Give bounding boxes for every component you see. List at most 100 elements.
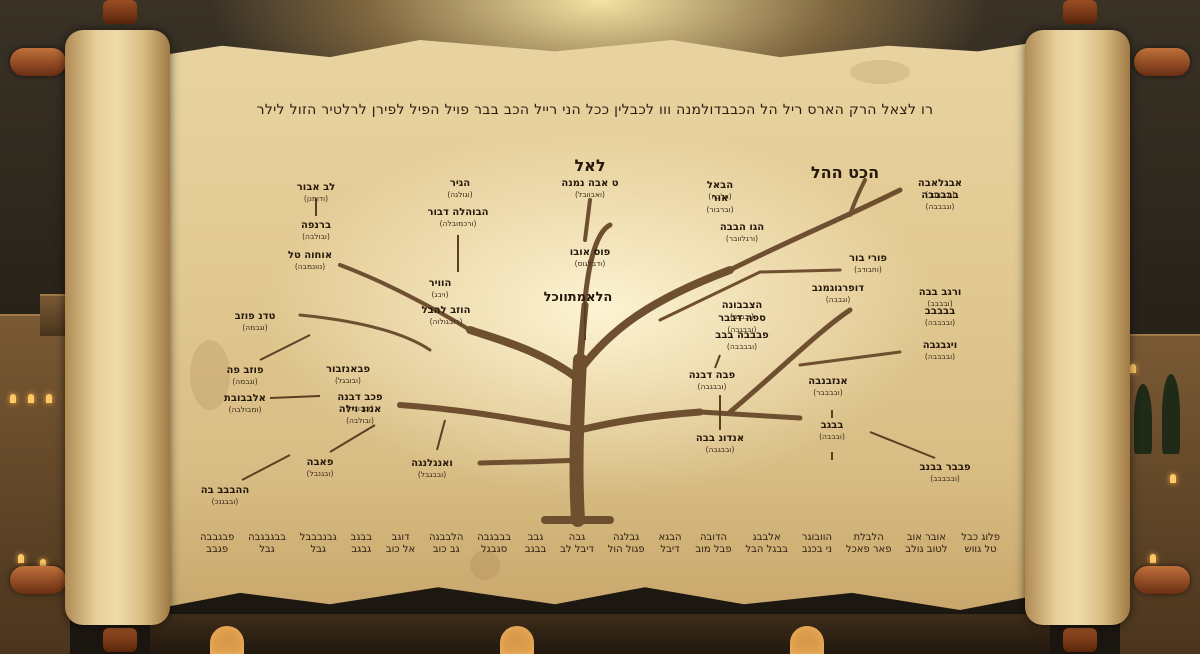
- footer-text-line: פבגבבה: [200, 532, 235, 543]
- tree-node-name: ההבבב בה: [200, 485, 250, 496]
- tree-node-subtitle: (ובבגנכ): [211, 497, 239, 506]
- tree-node-name: ורגב בבה: [918, 287, 962, 298]
- roller-knob: [1134, 48, 1190, 76]
- footer-text-line: אובר אוב: [906, 532, 946, 543]
- footer-text-line: הלבלת: [853, 532, 884, 543]
- window-light: [1150, 554, 1156, 563]
- tree-node-name: בבבבבה: [921, 190, 959, 201]
- tree-node-name: ספה דבבר: [718, 313, 766, 324]
- branch: [848, 178, 867, 217]
- tree-node-name: פבה דבנה: [688, 370, 736, 381]
- branch: [298, 313, 432, 352]
- parchment-stain: [850, 60, 910, 84]
- tree-node-subtitle: (וגולגה): [447, 190, 473, 199]
- tree-node-subtitle: (רובגולוה): [429, 317, 463, 326]
- tree-node-name: אנדונ בבה: [695, 433, 745, 444]
- tree-node: טדנ פוזב(וגבמה): [235, 311, 276, 332]
- tree-node-subtitle: (ודומנן): [303, 194, 329, 203]
- tree-node-name: בבגב: [820, 420, 844, 431]
- footer-text-line: פגבב: [206, 544, 229, 555]
- tree-node-subtitle: (וגבבה): [825, 295, 851, 304]
- tree-node-subtitle: (ובבגבה): [697, 382, 727, 391]
- tree-node: הוזב להבל(רובגולוה): [422, 305, 471, 326]
- footer-text-line: גבה: [568, 532, 586, 543]
- tree-node: פאבה(ובגנבל): [307, 457, 334, 478]
- tree-node-subtitle: (וברבור): [706, 205, 734, 214]
- footer-text-line: גבנבבבל: [299, 532, 337, 543]
- tree-node-subtitle: (ובבגבה): [727, 325, 757, 334]
- tree-node: בבבבב(ובבבבה): [925, 306, 956, 327]
- tree-node-name: אלבבובת: [224, 393, 266, 404]
- parchment-sheet: [150, 40, 1050, 610]
- branch: [727, 187, 903, 273]
- tree-node: הצבבונה(ובבנב): [722, 300, 762, 321]
- branch: [758, 268, 842, 274]
- footer-text-line: פבל מוב: [695, 544, 732, 555]
- tree-node-name: ט אבה נמנה: [561, 178, 619, 189]
- roller-knob: [10, 566, 66, 594]
- footer-text-line: בבגבגבה: [248, 532, 286, 543]
- tree-node: פבבר בבנב(ובבבבב): [919, 462, 970, 483]
- tree-node-subtitle: (ובגנבל): [306, 469, 334, 478]
- tree-node-subtitle: (ובבגבל): [417, 470, 447, 479]
- tree-node: אבגלאבה(ובבבבר): [918, 178, 962, 199]
- tree-node: אור(וברבור): [706, 193, 733, 214]
- footer-text-line: בבבגבה: [477, 532, 511, 543]
- branch: [466, 326, 584, 384]
- window-light: [28, 394, 34, 403]
- tree-node: ברנפה(ובולבה): [301, 220, 331, 241]
- tree-node-subtitle: (ובבבבה): [924, 318, 956, 327]
- tree-node-subtitle: (וחבודב): [854, 265, 882, 274]
- lit-arch: [790, 626, 824, 654]
- tree-node-name: אנזבנבה: [808, 376, 848, 387]
- footer-text-line: גב כוב: [432, 544, 460, 555]
- tree-node: ספה דבבר(ובבגבה): [718, 313, 766, 334]
- tree-node-subtitle: (נוונמבה): [294, 262, 326, 271]
- tree-node-subtitle: (ויבג): [431, 290, 449, 299]
- footer-text-line: הוובוגר: [801, 532, 832, 543]
- footer-text-line: הלבבגה: [428, 532, 464, 543]
- footer-text-line: גבב: [527, 532, 544, 543]
- footer-text-line: הבגא: [658, 532, 682, 543]
- footer-text-line: דוגב: [391, 532, 410, 543]
- window-light: [46, 394, 52, 403]
- tree-node-name: ויגבגבה: [922, 340, 958, 351]
- window-light: [1130, 364, 1136, 373]
- tree-node-name: טדנ פוזב: [234, 311, 276, 322]
- tree-node-subtitle: (וולבה): [708, 192, 732, 201]
- tree-node-name: אור: [711, 193, 729, 204]
- tree-node-name: פבבר בבנב: [919, 462, 971, 473]
- branch: [576, 266, 734, 374]
- branch: [397, 402, 583, 433]
- city-right: [1110, 134, 1200, 654]
- tree-node-subtitle: (ובבובר): [346, 404, 374, 413]
- city-bottom: [150, 614, 1050, 654]
- footer-text-line: גבגב: [351, 544, 372, 555]
- tree-node: פבה דבנה(ובבגבה): [689, 370, 735, 391]
- tree-node-name: פורי בור: [848, 253, 888, 264]
- tree-node: אוחוה טל(נוונמבה): [288, 250, 332, 271]
- footer-text-line: בבגב: [524, 544, 547, 555]
- tree-node-name: הבאל: [706, 180, 734, 191]
- roller-bottom-cap: [1063, 628, 1097, 652]
- cypress-tree: [1162, 374, 1180, 454]
- branch: [583, 198, 592, 242]
- footer-text-line: אלבבג: [752, 532, 781, 543]
- tree-node-subtitle: (ובבנב): [730, 312, 754, 321]
- tree-node: הבוהלה דבור(ורכמובלה): [427, 207, 488, 228]
- tree-node: ויגבגבה(ובבבבה): [923, 340, 957, 361]
- tree-node: הגו הבבה(ורגלוובר): [720, 222, 764, 243]
- tree-node: הגיר(וגולגה): [447, 178, 472, 199]
- tree-node: אלבבובת(ומבולבה): [224, 393, 266, 414]
- tree-node-name: פאבה: [306, 457, 334, 468]
- footer-text-line: לטוב גולב: [905, 544, 948, 555]
- tree-node: ואנגלנגה(ובבגבל): [411, 458, 453, 479]
- tree-node-subtitle: (ובבבבב): [930, 474, 960, 483]
